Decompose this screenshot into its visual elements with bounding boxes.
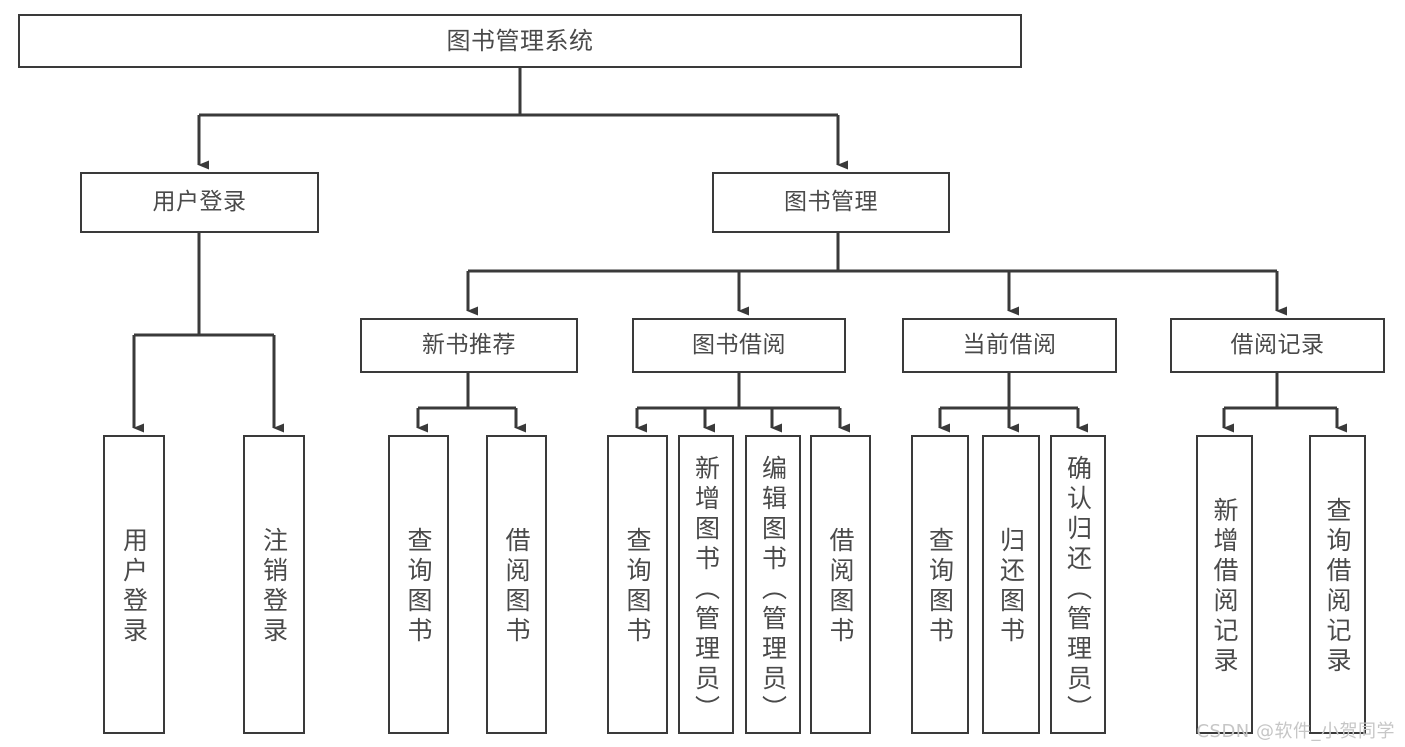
node-label: 注销登录 [259, 527, 289, 647]
leaf-book-borrow-add-book-admin[interactable]: 新增图书（管理员） [678, 435, 734, 734]
leaf-user-login-logout[interactable]: 注销登录 [243, 435, 305, 734]
node-borrow-record[interactable]: 借阅记录 [1170, 318, 1385, 373]
node-label: 确认归还（管理员） [1063, 455, 1093, 725]
node-label: 查询图书 [623, 527, 652, 647]
node-label: 查询借阅记录 [1323, 497, 1352, 677]
node-label: 新增图书（管理员） [691, 455, 721, 725]
leaf-new-books-query-book[interactable]: 查询图书 [388, 435, 449, 734]
node-label: 用户登录 [152, 188, 247, 215]
node-label: 借阅图书 [502, 527, 531, 647]
node-label: 编辑图书（管理员） [758, 455, 788, 725]
leaf-borrow-records-query-record[interactable]: 查询借阅记录 [1309, 435, 1366, 734]
node-label: 图书管理 [784, 188, 878, 215]
node-book-management[interactable]: 图书管理 [712, 172, 950, 233]
leaf-new-books-borrow-book[interactable]: 借阅图书 [486, 435, 547, 734]
node-label: 归还图书 [996, 527, 1026, 647]
node-label: 借阅图书 [826, 527, 855, 647]
node-book-borrow[interactable]: 图书借阅 [632, 318, 846, 373]
node-label: 用户登录 [119, 527, 149, 647]
leaf-user-login-login[interactable]: 用户登录 [103, 435, 165, 734]
node-label: 当前借阅 [962, 331, 1057, 358]
leaf-current-borrow-return-book[interactable]: 归还图书 [982, 435, 1040, 734]
node-root-book-management-system[interactable]: 图书管理系统 [18, 14, 1022, 68]
node-label: 图书借阅 [692, 331, 786, 358]
node-new-book-recommend[interactable]: 新书推荐 [360, 318, 578, 373]
leaf-book-borrow-query-book[interactable]: 查询图书 [607, 435, 668, 734]
node-label: 新增借阅记录 [1210, 497, 1239, 677]
node-label: 图书管理系统 [446, 26, 594, 55]
node-label: 查询图书 [404, 527, 433, 647]
node-label: 查询图书 [925, 527, 955, 647]
leaf-book-borrow-borrow-book[interactable]: 借阅图书 [810, 435, 871, 734]
node-label: 新书推荐 [422, 331, 516, 358]
node-label: 借阅记录 [1230, 331, 1325, 358]
leaf-current-borrow-query-book[interactable]: 查询图书 [911, 435, 969, 734]
csdn-watermark: CSDN @软件_小贺同学 [1196, 721, 1395, 742]
node-user-login[interactable]: 用户登录 [80, 172, 319, 233]
node-current-borrow[interactable]: 当前借阅 [902, 318, 1117, 373]
leaf-book-borrow-edit-book-admin[interactable]: 编辑图书（管理员） [745, 435, 801, 734]
leaf-current-borrow-confirm-return-admin[interactable]: 确认归还（管理员） [1050, 435, 1106, 734]
leaf-borrow-records-add-record[interactable]: 新增借阅记录 [1196, 435, 1253, 734]
